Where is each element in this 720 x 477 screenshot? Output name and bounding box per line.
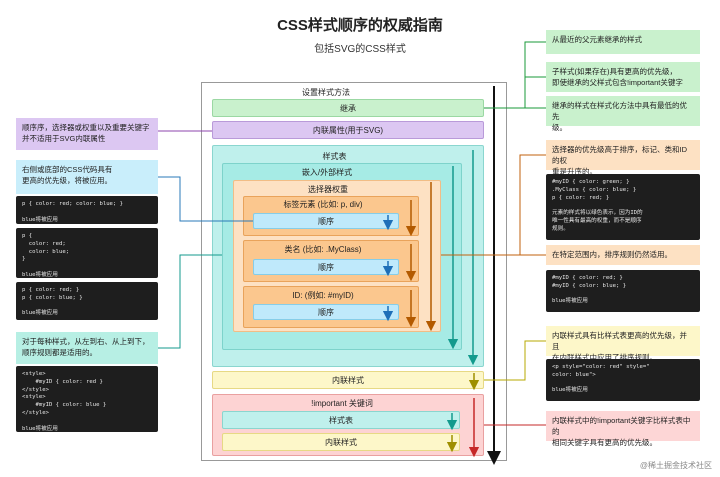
stylesheet-label: 样式表 <box>322 152 347 161</box>
important-label: !important 关键词 <box>311 399 373 408</box>
inline-svg-box: 内联属性(用于SVG) <box>212 121 484 139</box>
order-note: 顺序序，选择器或权重以及重要关键字 并不适用于SVG内联属性 <box>16 118 158 150</box>
connector-selector <box>441 154 546 256</box>
important-inline-box: 内联样式 <box>222 433 460 451</box>
range-order-note: 在特定范围内，排序规则仍然适用。 <box>546 245 700 265</box>
code-example-2: p { color: red; color: blue; } blue将被应用 <box>16 228 158 278</box>
embedded-label: 嵌入/外部样式 <box>301 168 353 177</box>
inline-style-box: 内联样式 <box>212 371 484 389</box>
code-example-6: #myID { color: red; } #myID { color: blu… <box>546 270 700 312</box>
connector-inline <box>484 340 546 381</box>
id-order-box: 顺序 <box>253 304 399 320</box>
inline-priority-note: 内联样式具有比样式表更高的优先级，并且 在内联样式中应用了排序规则。 <box>546 326 700 362</box>
code-example-3: p { color: red; } p { color: blue; } blu… <box>16 282 158 320</box>
parent-inherit-note: 从最近的父元素继承的样式 <box>546 30 700 54</box>
selector-weight-label: 选择器权重 <box>308 185 348 194</box>
code-example-5: #myID { color: green; } .MyClass { color… <box>546 174 700 240</box>
important-stylesheet-box: 样式表 <box>222 411 460 429</box>
bottom-priority-note: 右侧或底部的CSS代码具有 更高的优先级，将被应用。 <box>16 160 158 194</box>
code-example-4: <style> #myID { color: red } </style> <s… <box>16 366 158 432</box>
inherited-lowest-note: 继承的样式在样式化方法中具有最低的优先 级。 <box>546 96 700 132</box>
panel-title: 设置样式方法 <box>302 88 350 97</box>
tag-order-box: 顺序 <box>253 213 399 229</box>
watermark: @稀土掘金技术社区 <box>639 461 712 470</box>
page-subtitle: 包括SVG的CSS样式 <box>314 44 406 55</box>
page-title: CSS样式顺序的权威指南 <box>277 17 443 34</box>
class-order-box: 顺序 <box>253 259 399 275</box>
connector-bottom <box>158 176 253 222</box>
selector-priority-note: 选择器的优先级高于排序，标记、类和ID的权 重是升序的。 <box>546 140 700 176</box>
each-style-note: 对于每种样式，从左到右、从上到下， 顺序规则都是适用的。 <box>16 332 158 364</box>
inherit-box: 继承 <box>212 99 484 117</box>
important-priority-note: 内联样式中的!important关键字比样式表中的 相同关键字具有更高的优先级。 <box>546 411 700 447</box>
code-example-7: <p style="color: red" style=" color: blu… <box>546 359 700 401</box>
connector-inherit <box>484 41 546 109</box>
class-label: 类名 (比如: .MyClass) <box>284 245 362 254</box>
id-label: ID: (例如: #myID) <box>292 291 354 300</box>
connector-each <box>158 254 222 349</box>
code-example-1: p { color: red; color: blue; } blue将被应用 <box>16 196 158 224</box>
tag-label: 标签元素 (比如: p, div) <box>283 200 363 209</box>
child-priority-note: 子样式(如果存在)具有更高的优先级， 即使继承的父样式包含!important关… <box>546 62 700 92</box>
